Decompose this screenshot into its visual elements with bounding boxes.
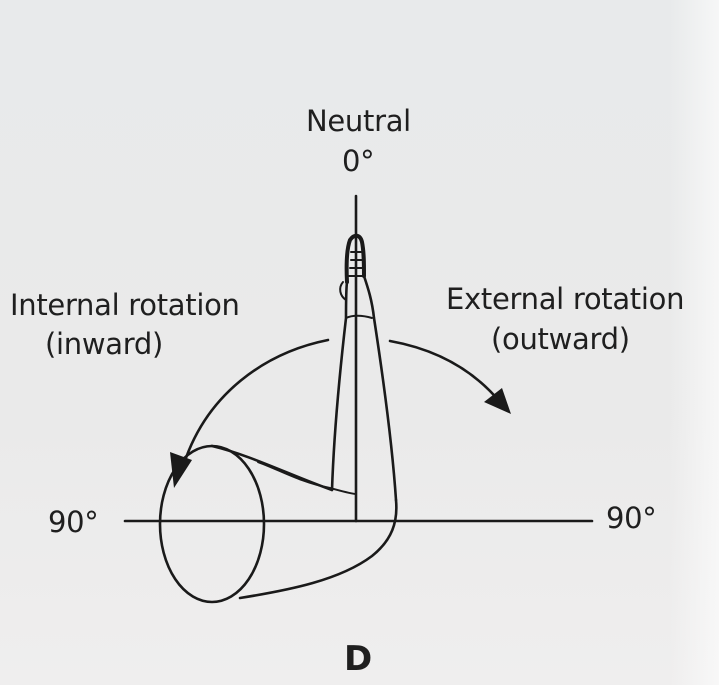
finger-lines: [348, 251, 364, 277]
internal-rotation-arc: [180, 338, 330, 472]
internal-rotation-label: Internal rotation: [10, 288, 240, 322]
forearm-left-contour: [330, 280, 349, 492]
elbow-crease: [257, 461, 357, 495]
external-rotation-arc: [388, 339, 502, 404]
wrist-line: [345, 314, 373, 319]
upper-arm-bottom-contour: [238, 498, 398, 600]
forearm-right-contour: [362, 274, 398, 502]
external-rotation-sublabel: (outward): [491, 322, 630, 356]
external-rotation-arrowhead: [484, 388, 511, 414]
left-ninety-degree-label: 90°: [48, 505, 99, 539]
external-rotation-label: External rotation: [446, 282, 685, 316]
thumb-outline: [339, 281, 347, 301]
right-ninety-degree-label: 90°: [606, 501, 657, 535]
neutral-label: Neutral: [306, 104, 411, 138]
panel-letter: D: [344, 639, 373, 679]
internal-rotation-sublabel: (inward): [45, 327, 163, 361]
hand-outline: [344, 233, 366, 284]
internal-rotation-arrowhead: [170, 452, 192, 488]
neutral-angle-label: 0°: [342, 144, 375, 178]
page-edge: [669, 0, 719, 685]
